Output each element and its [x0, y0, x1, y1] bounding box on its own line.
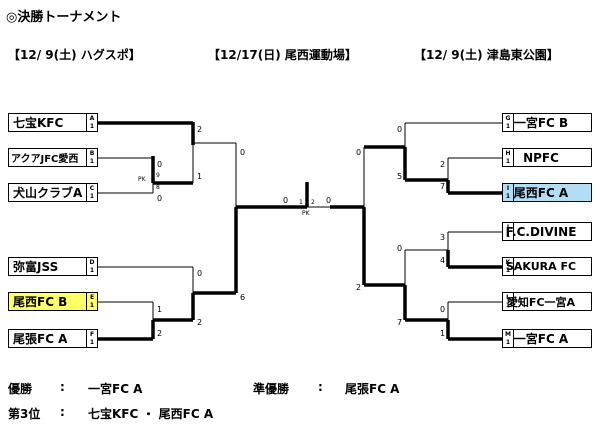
venue-left: 【12/ 9(土) ハグスポ】 — [8, 48, 141, 62]
score-final: 0 — [283, 196, 289, 205]
score: 2 — [197, 318, 203, 327]
score: 2 — [440, 160, 446, 169]
score-pk: 1 — [299, 199, 303, 206]
third-teams: 七宝KFC ・ 尾西FC A — [88, 407, 214, 421]
score: 0 — [356, 148, 362, 157]
score-pk: 9 — [156, 172, 160, 179]
colon: : — [60, 405, 65, 419]
score: 0 — [397, 244, 403, 253]
team-name: 七宝KFC — [13, 116, 64, 130]
score: 0 — [157, 160, 163, 169]
score: 7 — [397, 318, 403, 327]
page-title: ◎決勝トーナメント — [6, 10, 122, 25]
team-name: 犬山クラブA — [13, 186, 83, 200]
score: 2 — [356, 283, 362, 292]
score: 6 — [240, 293, 246, 302]
team-name: 愛知FC一宮A — [506, 295, 576, 309]
team-name: 尾西FC B — [13, 295, 68, 309]
venue-right: 【12/ 9(土) 津島東公園】 — [414, 48, 559, 62]
champion-label: 優勝 — [8, 382, 33, 396]
score: 0 — [440, 305, 446, 314]
team-name: 弥富JSS — [13, 260, 59, 274]
team-name: 一宮FC A — [513, 332, 569, 346]
score: 0 — [397, 125, 403, 134]
score: 0 — [197, 269, 203, 278]
team-name: NPFC — [523, 150, 559, 165]
third-label: 第3位 — [8, 407, 41, 421]
score-pk: 8 — [156, 184, 160, 191]
score: 1 — [157, 305, 163, 314]
colon: : — [318, 380, 323, 394]
score: 7 — [440, 182, 446, 191]
score: 1 — [197, 172, 203, 181]
score: 3 — [440, 233, 446, 242]
venue-center: 【12/17(日) 尾西運動場】 — [208, 48, 357, 62]
score: 1 — [440, 329, 446, 338]
team-name: 尾張FC A — [13, 332, 68, 346]
runnerup-label: 準優勝 — [253, 382, 290, 396]
pk-label: PK — [302, 210, 310, 217]
runnerup-team: 尾張FC A — [345, 382, 400, 396]
team-name: F.C.DIVINE — [505, 224, 577, 239]
score: 2 — [157, 329, 163, 338]
team-name: 一宮FC B — [513, 116, 569, 130]
team-name: SAKURA FC — [505, 260, 577, 273]
score-pk: 2 — [311, 199, 315, 206]
colon: : — [60, 380, 65, 394]
team-name: アクアJFC愛西 — [11, 154, 79, 165]
score-final: 0 — [326, 196, 332, 205]
team-name: 尾西FC A — [513, 186, 569, 200]
score: 0 — [240, 148, 246, 157]
champion-team: 一宮FC A — [88, 382, 143, 396]
pk-label: PK — [138, 176, 146, 183]
score: 4 — [440, 256, 446, 265]
score: 0 — [157, 194, 163, 203]
score: 5 — [397, 172, 403, 181]
score: 2 — [197, 125, 203, 134]
